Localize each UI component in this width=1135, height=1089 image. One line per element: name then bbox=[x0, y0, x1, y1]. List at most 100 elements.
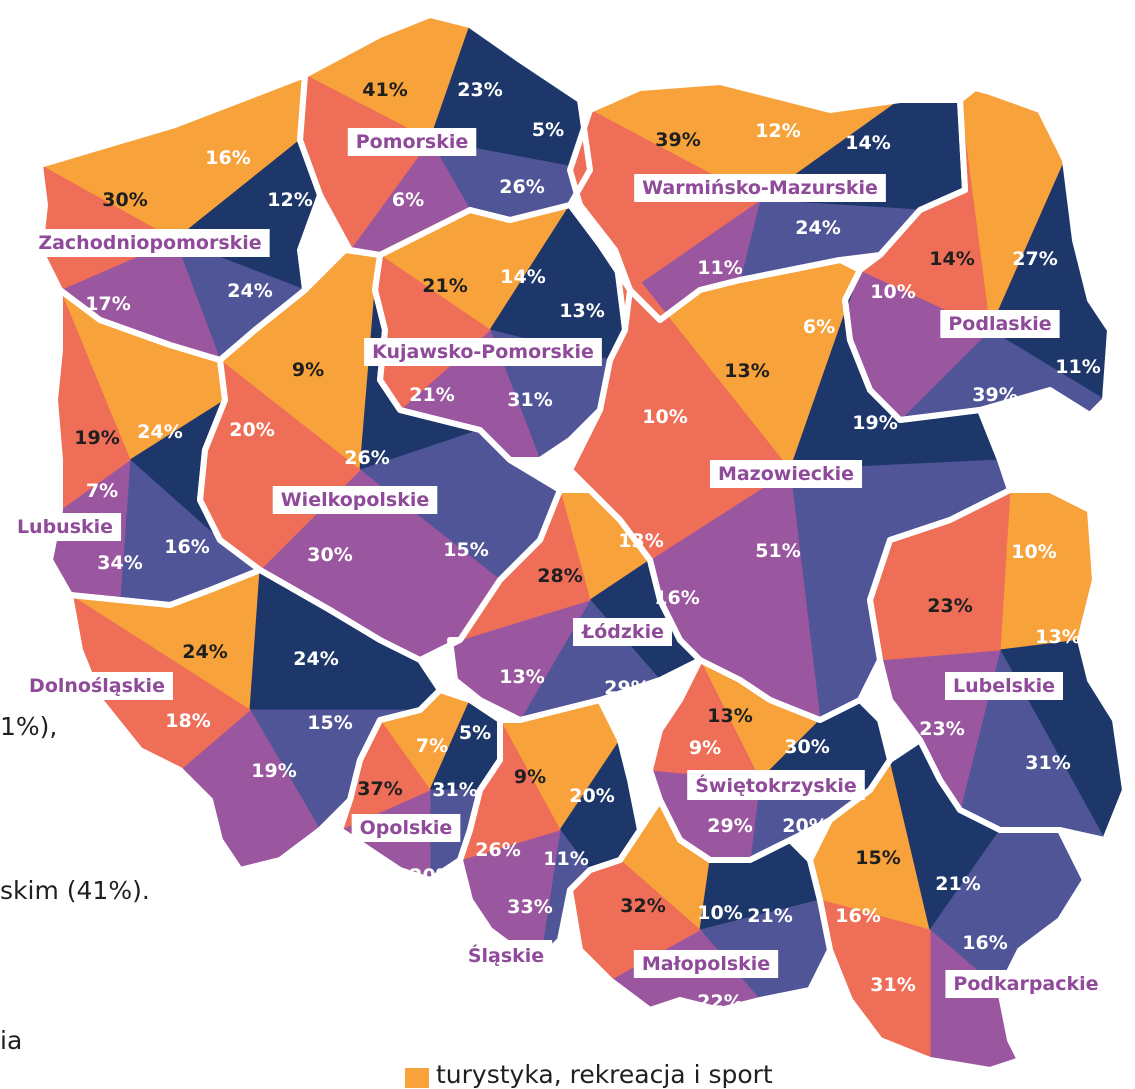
value-lodzkie-coral: 13% bbox=[499, 666, 544, 688]
legend-label-partial: turystyka, rekreacja i sport bbox=[436, 1060, 773, 1089]
label-wielkopolskie: Wielkopolskie bbox=[272, 486, 438, 514]
value-kujawsko-pomorskie-orange: 21% bbox=[422, 275, 467, 297]
value-podlaskie-coral: 10% bbox=[870, 281, 915, 303]
value-malopolskie-slate: 21% bbox=[747, 905, 792, 927]
value-swietokrzyskie-coral: 9% bbox=[689, 737, 721, 759]
value-lubuskie-navy: 24% bbox=[137, 421, 182, 443]
label-dolnoslaskie: Dolnośląskie bbox=[21, 672, 173, 700]
region-name-podlaskie: Podlaskie bbox=[948, 313, 1051, 335]
side-text-fragment-2: skim (41%). bbox=[0, 876, 150, 905]
value-slaskie-coral: 26% bbox=[475, 839, 520, 861]
label-podkarpackie: Podkarpackie bbox=[945, 970, 1107, 998]
value-warminsko-mazurskie-slate: 14% bbox=[845, 132, 890, 154]
label-swietokrzyskie: Świętokrzyskie bbox=[687, 770, 865, 800]
label-box-kujawsko-pomorskie bbox=[364, 338, 602, 366]
value-podkarpackie-orange: 15% bbox=[855, 847, 900, 869]
value-pomorskie-navy: 23% bbox=[457, 79, 502, 101]
outline-podkarpackie bbox=[807, 737, 1088, 1073]
region-outlines bbox=[37, 12, 1128, 1073]
label-malopolskie: Małopolskie bbox=[633, 950, 779, 978]
label-box-lodzkie bbox=[573, 618, 672, 646]
value-warminsko-mazurskie-purple: 24% bbox=[795, 217, 840, 239]
label-box-warminsko-mazurskie bbox=[634, 174, 886, 202]
value-malopolskie-purple: 22% bbox=[697, 991, 742, 1013]
side-text-fragment-1: 1%), bbox=[0, 712, 58, 741]
value-malopolskie-orange: 32% bbox=[620, 895, 665, 917]
label-box-swietokrzyskie bbox=[687, 770, 865, 800]
value-lubuskie-orange: 19% bbox=[74, 427, 119, 449]
value-pomorskie-orange: 41% bbox=[362, 79, 407, 101]
region-name-kujawsko-pomorskie: Kujawsko-Pomorskie bbox=[372, 341, 594, 363]
region-name-dolnoslaskie: Dolnośląskie bbox=[29, 675, 165, 697]
label-lubelskie: Lubelskie bbox=[945, 672, 1063, 700]
value-zachodniopomorskie-coral: 17% bbox=[85, 293, 130, 315]
value-opolskie-navy: 7% bbox=[416, 735, 448, 757]
value-swietokrzyskie-purple: 29% bbox=[707, 815, 752, 837]
value-kujawsko-pomorskie-slate: 13% bbox=[559, 300, 604, 322]
value-dolnoslaskie-orange: 24% bbox=[182, 641, 227, 663]
side-text-fragment-3: ia bbox=[0, 1026, 23, 1055]
value-podlaskie-slate: 11% bbox=[1055, 356, 1100, 378]
value-pomorskie-slate: 5% bbox=[532, 119, 564, 141]
label-opolskie: Opolskie bbox=[351, 814, 461, 842]
label-box-pomorskie bbox=[347, 128, 477, 156]
region-texts: 30%16%12%24%17%Zachodniopomorskie41%23%5… bbox=[8, 79, 1107, 1024]
label-slaskie: Śląskie bbox=[459, 940, 553, 970]
value-lubelskie-orange: 23% bbox=[927, 595, 972, 617]
label-box-wielkopolskie bbox=[272, 486, 438, 514]
outline-malopolskie bbox=[567, 797, 833, 1013]
label-box-malopolskie bbox=[633, 950, 779, 978]
value-podlaskie-purple: 39% bbox=[972, 384, 1017, 406]
value-mazowieckie-orange: 13% bbox=[724, 360, 769, 382]
region-name-pomorskie: Pomorskie bbox=[356, 131, 469, 153]
outline-slaskie bbox=[457, 697, 643, 963]
region-name-slaskie: Śląskie bbox=[468, 943, 544, 967]
label-box-dolnoslaskie bbox=[21, 672, 173, 700]
value-dolnoslaskie-coral: 18% bbox=[165, 710, 210, 732]
label-kujawsko-pomorskie: Kujawsko-Pomorskie bbox=[364, 338, 602, 366]
value-slaskie-navy: 20% bbox=[569, 785, 614, 807]
region-name-wielkopolskie: Wielkopolskie bbox=[281, 489, 430, 511]
value-lubuskie-slate: 16% bbox=[164, 536, 209, 558]
label-box-podlaskie bbox=[940, 310, 1060, 338]
value-opolskie-purple: 31% bbox=[432, 779, 477, 801]
value-wielkopolskie-slate: 15% bbox=[443, 539, 488, 561]
region-name-podkarpackie: Podkarpackie bbox=[953, 973, 1098, 995]
label-mazowieckie: Mazowieckie bbox=[709, 460, 863, 488]
value-swietokrzyskie-navy: 30% bbox=[784, 736, 829, 758]
value-slaskie-slate: 11% bbox=[543, 848, 588, 870]
outline-swietokrzyskie bbox=[647, 657, 893, 863]
value-lodzkie-purple: 29% bbox=[604, 677, 649, 699]
region-name-lubelskie: Lubelskie bbox=[953, 675, 1055, 697]
value-podkarpackie-purple: 31% bbox=[870, 974, 915, 996]
label-box-zachodniopomorskie bbox=[30, 229, 270, 257]
value-slaskie-orange: 9% bbox=[514, 766, 546, 788]
label-box-lubuskie bbox=[8, 513, 122, 541]
value-wielkopolskie-coral: 20% bbox=[229, 419, 274, 441]
label-pomorskie: Pomorskie bbox=[347, 128, 477, 156]
value-malopolskie-coral: 14% bbox=[636, 1002, 681, 1024]
value-lodzkie-slate: 16% bbox=[654, 587, 699, 609]
value-malopolskie-navy: 10% bbox=[697, 902, 742, 924]
label-box-podkarpackie bbox=[945, 970, 1107, 998]
value-warminsko-mazurskie-navy: 12% bbox=[755, 120, 800, 142]
value-podkarpackie-slate: 16% bbox=[962, 932, 1007, 954]
label-lubuskie: Lubuskie bbox=[8, 513, 122, 541]
value-lubelskie-purple: 31% bbox=[1025, 752, 1070, 774]
value-pomorskie-coral: 6% bbox=[392, 189, 424, 211]
value-warminsko-mazurskie-coral: 11% bbox=[697, 257, 742, 279]
value-mazowieckie-coral: 10% bbox=[642, 406, 687, 428]
label-box-opolskie bbox=[351, 814, 461, 842]
region-name-lubuskie: Lubuskie bbox=[17, 516, 113, 538]
region-wielkopolskie bbox=[199, 249, 561, 661]
value-warminsko-mazurskie-orange: 39% bbox=[655, 129, 700, 151]
value-kujawsko-pomorskie-navy: 14% bbox=[500, 266, 545, 288]
region-name-opolskie: Opolskie bbox=[360, 817, 453, 839]
value-dolnoslaskie-purple: 19% bbox=[251, 760, 296, 782]
region-name-malopolskie: Małopolskie bbox=[642, 953, 770, 975]
region-podlaskie bbox=[844, 87, 1111, 421]
label-lodzkie: Łódzkie bbox=[573, 618, 672, 646]
label-podlaskie: Podlaskie bbox=[940, 310, 1060, 338]
